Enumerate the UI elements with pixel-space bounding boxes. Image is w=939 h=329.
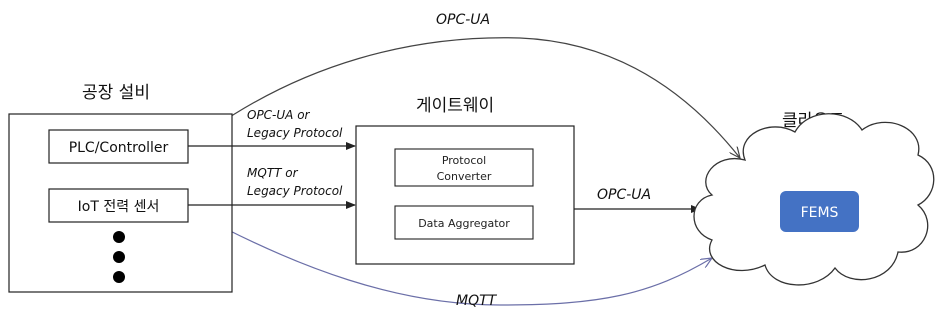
factory-title: 공장 설비 [82,83,150,103]
data-aggregator-box [394,205,534,240]
fems-box [780,191,859,232]
fems-label: FEMS [801,205,839,221]
gateway-title: 게이트웨이 [416,96,494,116]
plc-controller-box [48,129,189,164]
sensor-to-gateway-label-2: Legacy Protocol [247,184,343,198]
protocol-converter-box [394,148,534,187]
gateway-box [355,125,575,265]
protocol-converter-label-2: Converter [437,170,492,183]
iot-sensor-label: IoT 전력 센서 [78,199,160,215]
sensor-to-gateway-label-1: MQTT or [247,166,299,180]
plc-to-gateway-label-2: Legacy Protocol [247,126,343,140]
mqtt-bottom-arc [189,209,712,306]
mqtt-bottom-label: MQTT [456,293,498,309]
ellipsis-dot-3 [113,271,125,283]
gateway-to-cloud-label: OPC-UA [597,187,651,203]
plc-to-gateway-label-1: OPC-UA or [247,108,311,122]
data-aggregator-label: Data Aggregator [418,217,510,230]
plc-controller-label: PLC/Controller [69,140,169,156]
iot-sensor-box [48,188,189,223]
ellipsis-dot-1 [113,231,125,243]
opcua-top-arc [189,37,740,158]
opcua-top-label: OPC-UA [436,12,490,28]
ellipsis-dot-2 [113,251,125,263]
protocol-converter-label-1: Protocol [442,154,486,167]
